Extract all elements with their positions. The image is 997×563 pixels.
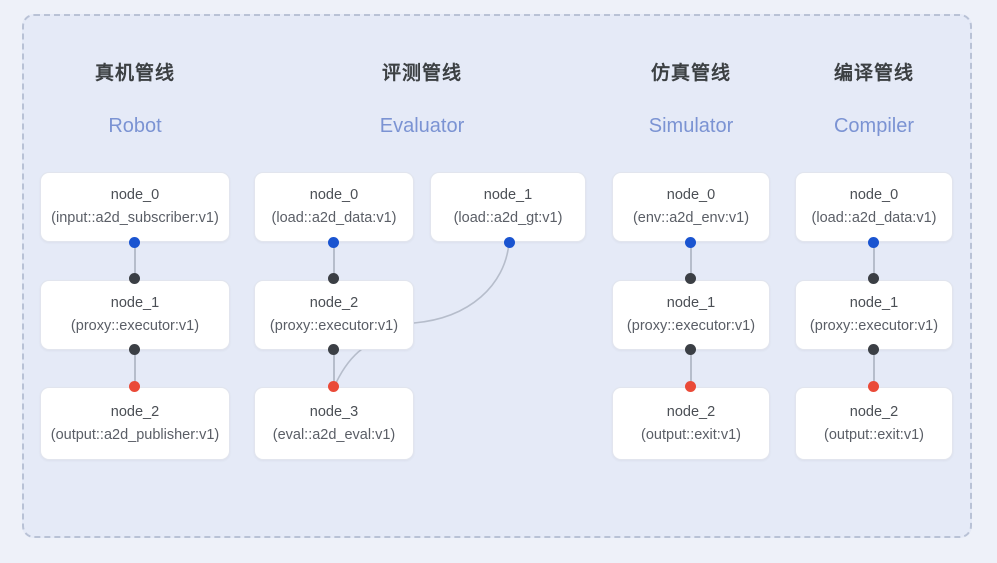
node-compiler-1[interactable]: node_1 (proxy::executor:v1)	[795, 280, 953, 350]
node-id: node_3	[309, 403, 359, 420]
port-output-robot-1[interactable]	[129, 344, 140, 355]
node-spec: (output::a2d_publisher:v1)	[50, 426, 220, 443]
node-robot-2[interactable]: node_2 (output::a2d_publisher:v1)	[40, 387, 230, 460]
node-spec: (proxy::executor:v1)	[269, 318, 399, 334]
node-simulator-0[interactable]: node_0 (env::a2d_env:v1)	[612, 172, 770, 242]
port-output-simulator-1[interactable]	[685, 344, 696, 355]
node-id: node_2	[110, 403, 160, 420]
node-spec: (input::a2d_subscriber:v1)	[51, 210, 219, 226]
node-spec: (output::exit:v1)	[641, 426, 741, 443]
node-id: node_1	[483, 187, 533, 204]
node-spec: (env::a2d_env:v1)	[632, 210, 750, 226]
link-robot-0-1	[134, 240, 136, 280]
node-spec: (proxy::executor:v1)	[809, 318, 939, 334]
link-evaluator-2-3	[333, 347, 335, 390]
node-spec: (proxy::executor:v1)	[626, 318, 756, 334]
link-evaluator-0-2	[333, 240, 335, 280]
node-id: node_2	[309, 295, 359, 312]
port-input-simulator-1[interactable]	[685, 273, 696, 284]
node-spec: (load::a2d_gt:v1)	[453, 210, 563, 226]
port-input-compiler-1[interactable]	[868, 273, 879, 284]
node-id: node_0	[666, 187, 716, 204]
node-evaluator-3[interactable]: node_3 (eval::a2d_eval:v1)	[254, 387, 414, 460]
link-simulator-0-1	[690, 240, 692, 280]
node-simulator-2[interactable]: node_2 (output::exit:v1)	[612, 387, 770, 460]
node-id: node_0	[849, 187, 899, 204]
port-terminal-robot-2[interactable]	[129, 381, 140, 392]
node-id: node_0	[110, 187, 160, 204]
link-robot-1-2	[134, 347, 136, 390]
port-output-evaluator-1[interactable]	[504, 237, 515, 248]
port-output-evaluator-2[interactable]	[328, 344, 339, 355]
link-compiler-1-2	[873, 347, 875, 390]
port-output-simulator-0[interactable]	[685, 237, 696, 248]
port-input-robot-1[interactable]	[129, 273, 140, 284]
node-id: node_2	[849, 403, 899, 420]
node-spec: (eval::a2d_eval:v1)	[272, 426, 396, 443]
link-simulator-1-2	[690, 347, 692, 390]
node-robot-1[interactable]: node_1 (proxy::executor:v1)	[40, 280, 230, 350]
node-id: node_1	[110, 295, 160, 312]
node-simulator-1[interactable]: node_1 (proxy::executor:v1)	[612, 280, 770, 350]
node-evaluator-2[interactable]: node_2 (proxy::executor:v1)	[254, 280, 414, 350]
node-evaluator-0[interactable]: node_0 (load::a2d_data:v1)	[254, 172, 414, 242]
port-terminal-simulator-2[interactable]	[685, 381, 696, 392]
node-compiler-0[interactable]: node_0 (load::a2d_data:v1)	[795, 172, 953, 242]
link-compiler-0-1	[873, 240, 875, 280]
node-spec: (proxy::executor:v1)	[70, 318, 200, 334]
port-output-compiler-1[interactable]	[868, 344, 879, 355]
port-output-evaluator-0[interactable]	[328, 237, 339, 248]
port-output-compiler-0[interactable]	[868, 237, 879, 248]
node-evaluator-1[interactable]: node_1 (load::a2d_gt:v1)	[430, 172, 586, 242]
port-terminal-evaluator-3[interactable]	[328, 381, 339, 392]
port-output-robot-0[interactable]	[129, 237, 140, 248]
node-spec: (load::a2d_data:v1)	[811, 210, 937, 226]
port-input-evaluator-2[interactable]	[328, 273, 339, 284]
node-robot-0[interactable]: node_0 (input::a2d_subscriber:v1)	[40, 172, 230, 242]
node-id: node_0	[309, 187, 359, 204]
node-id: node_2	[666, 403, 716, 420]
port-terminal-compiler-2[interactable]	[868, 381, 879, 392]
node-compiler-2[interactable]: node_2 (output::exit:v1)	[795, 387, 953, 460]
node-spec: (load::a2d_data:v1)	[271, 210, 397, 226]
node-id: node_1	[849, 295, 899, 312]
node-spec: (output::exit:v1)	[824, 426, 924, 443]
node-id: node_1	[666, 295, 716, 312]
